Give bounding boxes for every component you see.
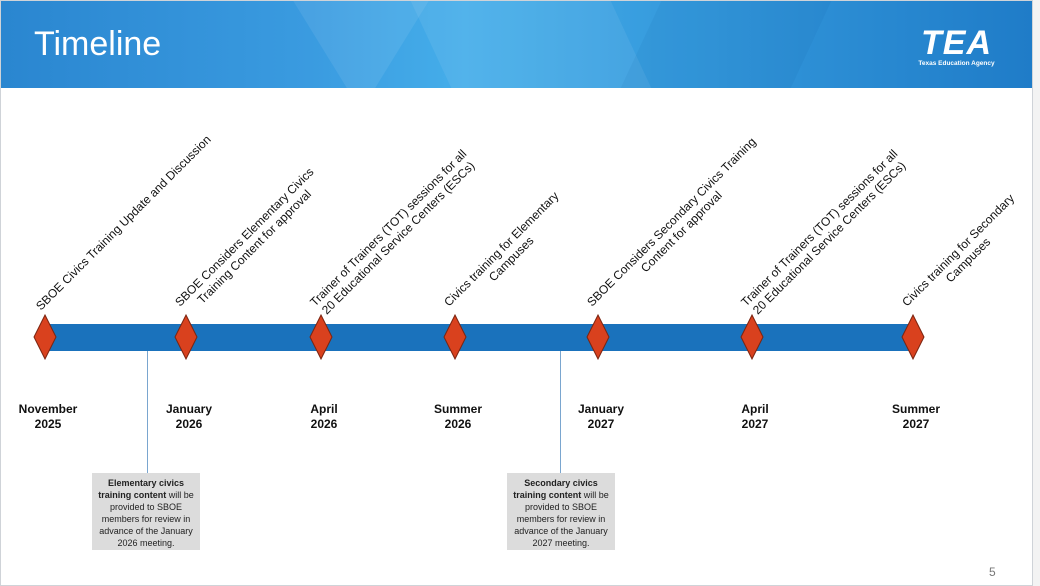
header-banner: Timeline TEA Texas Education Agency (1, 1, 1032, 88)
milestone-label: SBOE Considers Secondary Civics Training… (584, 134, 759, 310)
note-secondary: Secondary civics training content will b… (507, 473, 615, 550)
milestone-diamond-icon (309, 314, 333, 360)
milestone-label: Trainer of Trainers (TOT) sessions for a… (738, 146, 909, 318)
connector-line (560, 351, 561, 473)
milestone-diamond-icon (174, 314, 198, 360)
milestone-diamond-icon (586, 314, 610, 360)
tea-logo: TEA Texas Education Agency (918, 24, 995, 67)
connector-line (147, 351, 148, 473)
milestone-diamond-icon (740, 314, 764, 360)
milestone-diamond-icon (443, 314, 467, 360)
milestone-diamond-icon (901, 314, 925, 360)
page-title: Timeline (34, 25, 162, 63)
note-elementary: Elementary civics training content will … (92, 473, 200, 550)
page-number: 5 (989, 565, 996, 579)
milestone-diamond-icon (33, 314, 57, 360)
